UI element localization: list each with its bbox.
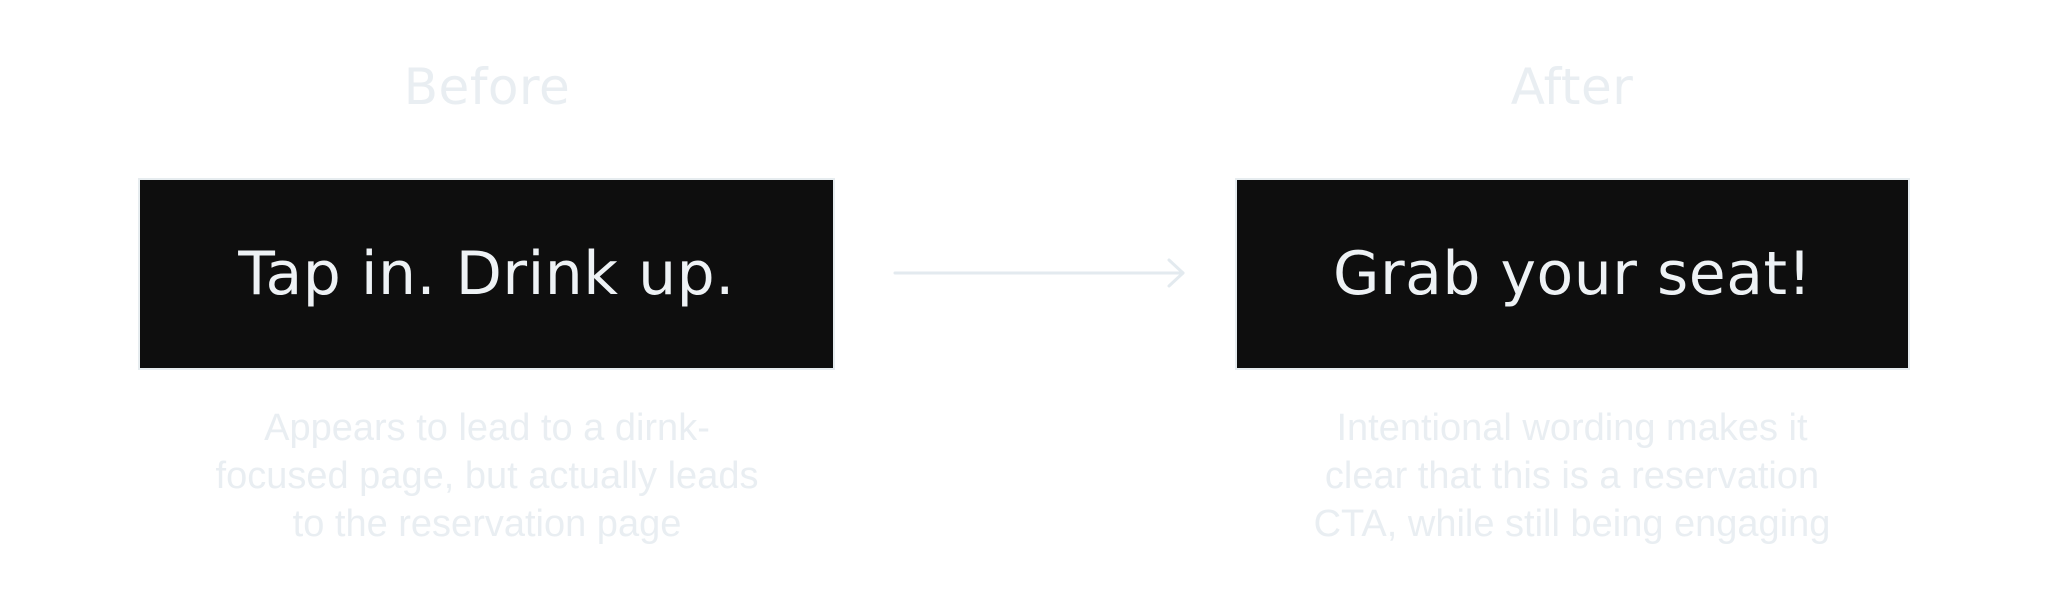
before-caption-line: Appears to lead to a dirnk- (264, 407, 710, 449)
after-caption: Intentional wording makes it clear that … (1272, 404, 1872, 548)
before-cta-label: Tap in. Drink up. (238, 239, 735, 309)
after-cta-button[interactable]: Grab your seat! (1235, 178, 1910, 370)
before-caption-line: to the reservation page (292, 503, 682, 545)
before-caption: Appears to lead to a dirnk- focused page… (187, 404, 787, 548)
before-heading: Before (403, 58, 571, 116)
after-cta-label: Grab your seat! (1332, 239, 1813, 309)
after-heading: After (1510, 58, 1634, 116)
arrow-right-icon (893, 258, 1185, 288)
before-caption-line: focused page, but actually leads (215, 455, 759, 497)
after-caption-line: clear that this is a reservation (1324, 455, 1820, 497)
after-caption-line: CTA, while still being engaging (1313, 503, 1831, 545)
before-cta-button[interactable]: Tap in. Drink up. (138, 178, 835, 370)
after-caption-line: Intentional wording makes it (1336, 407, 1808, 449)
